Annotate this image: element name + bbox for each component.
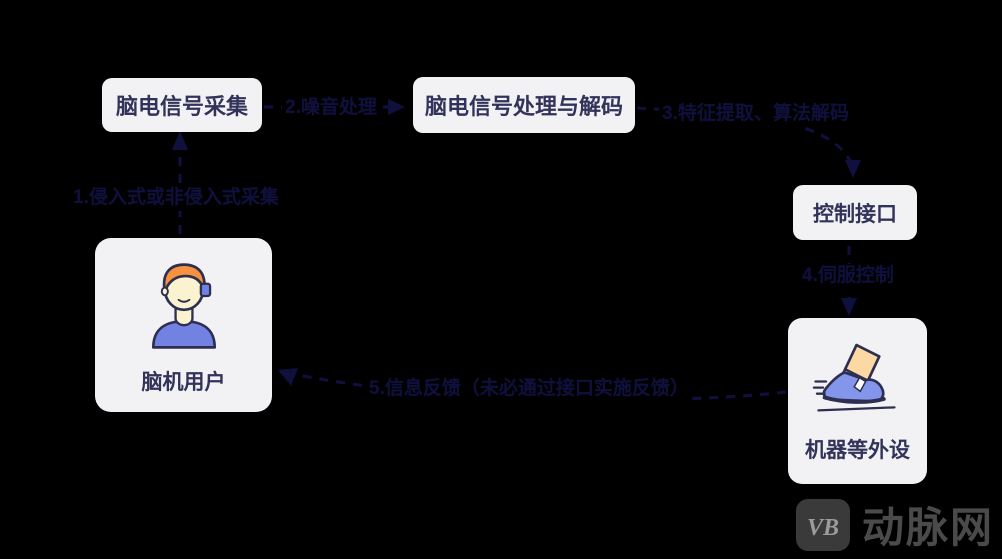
arrow-2-head bbox=[388, 99, 405, 115]
node-bci-user-label: 脑机用户 bbox=[141, 371, 226, 394]
node-peripherals: 机器等外设 bbox=[788, 318, 927, 484]
node-eeg-processing: 脑电信号处理与解码 bbox=[413, 77, 635, 133]
arrow-5-head bbox=[278, 368, 298, 386]
person-with-headset-icon bbox=[138, 260, 230, 352]
edge-label-2-noise-processing: 2.噪音处理 bbox=[282, 96, 380, 121]
edge-label-1-acquisition: 1.侵入式或非侵入式采集 bbox=[70, 186, 282, 211]
node-control-interface: 控制接口 bbox=[793, 185, 917, 240]
edge-label-3-feature-extraction: 3.特征提取、算法解码 bbox=[659, 102, 852, 127]
vbdata-watermark: VB 动脉网 bbox=[795, 494, 994, 555]
node-peripherals-label: 机器等外设 bbox=[805, 439, 910, 462]
vb-logo-icon: VB bbox=[795, 498, 850, 551]
node-control-interface-label: 控制接口 bbox=[813, 202, 897, 226]
vbdata-logo-text: 动脉网 bbox=[861, 504, 994, 551]
arrow-3-head bbox=[845, 160, 861, 178]
arrow-1-head bbox=[172, 131, 188, 150]
edge-label-5-feedback: 5.信息反馈（未必通过接口实施反馈） bbox=[366, 377, 692, 402]
arrow-4-head bbox=[841, 298, 857, 316]
svg-text:VB: VB bbox=[807, 515, 839, 541]
edge-label-4-servo-control: 4.伺服控制 bbox=[799, 264, 897, 289]
node-eeg-collection-label: 脑电信号采集 bbox=[115, 94, 248, 119]
walking-shoe-icon bbox=[812, 342, 904, 418]
node-eeg-processing-label: 脑电信号处理与解码 bbox=[424, 94, 623, 119]
node-eeg-collection: 脑电信号采集 bbox=[102, 78, 262, 132]
node-bci-user: 脑机用户 bbox=[95, 238, 272, 412]
